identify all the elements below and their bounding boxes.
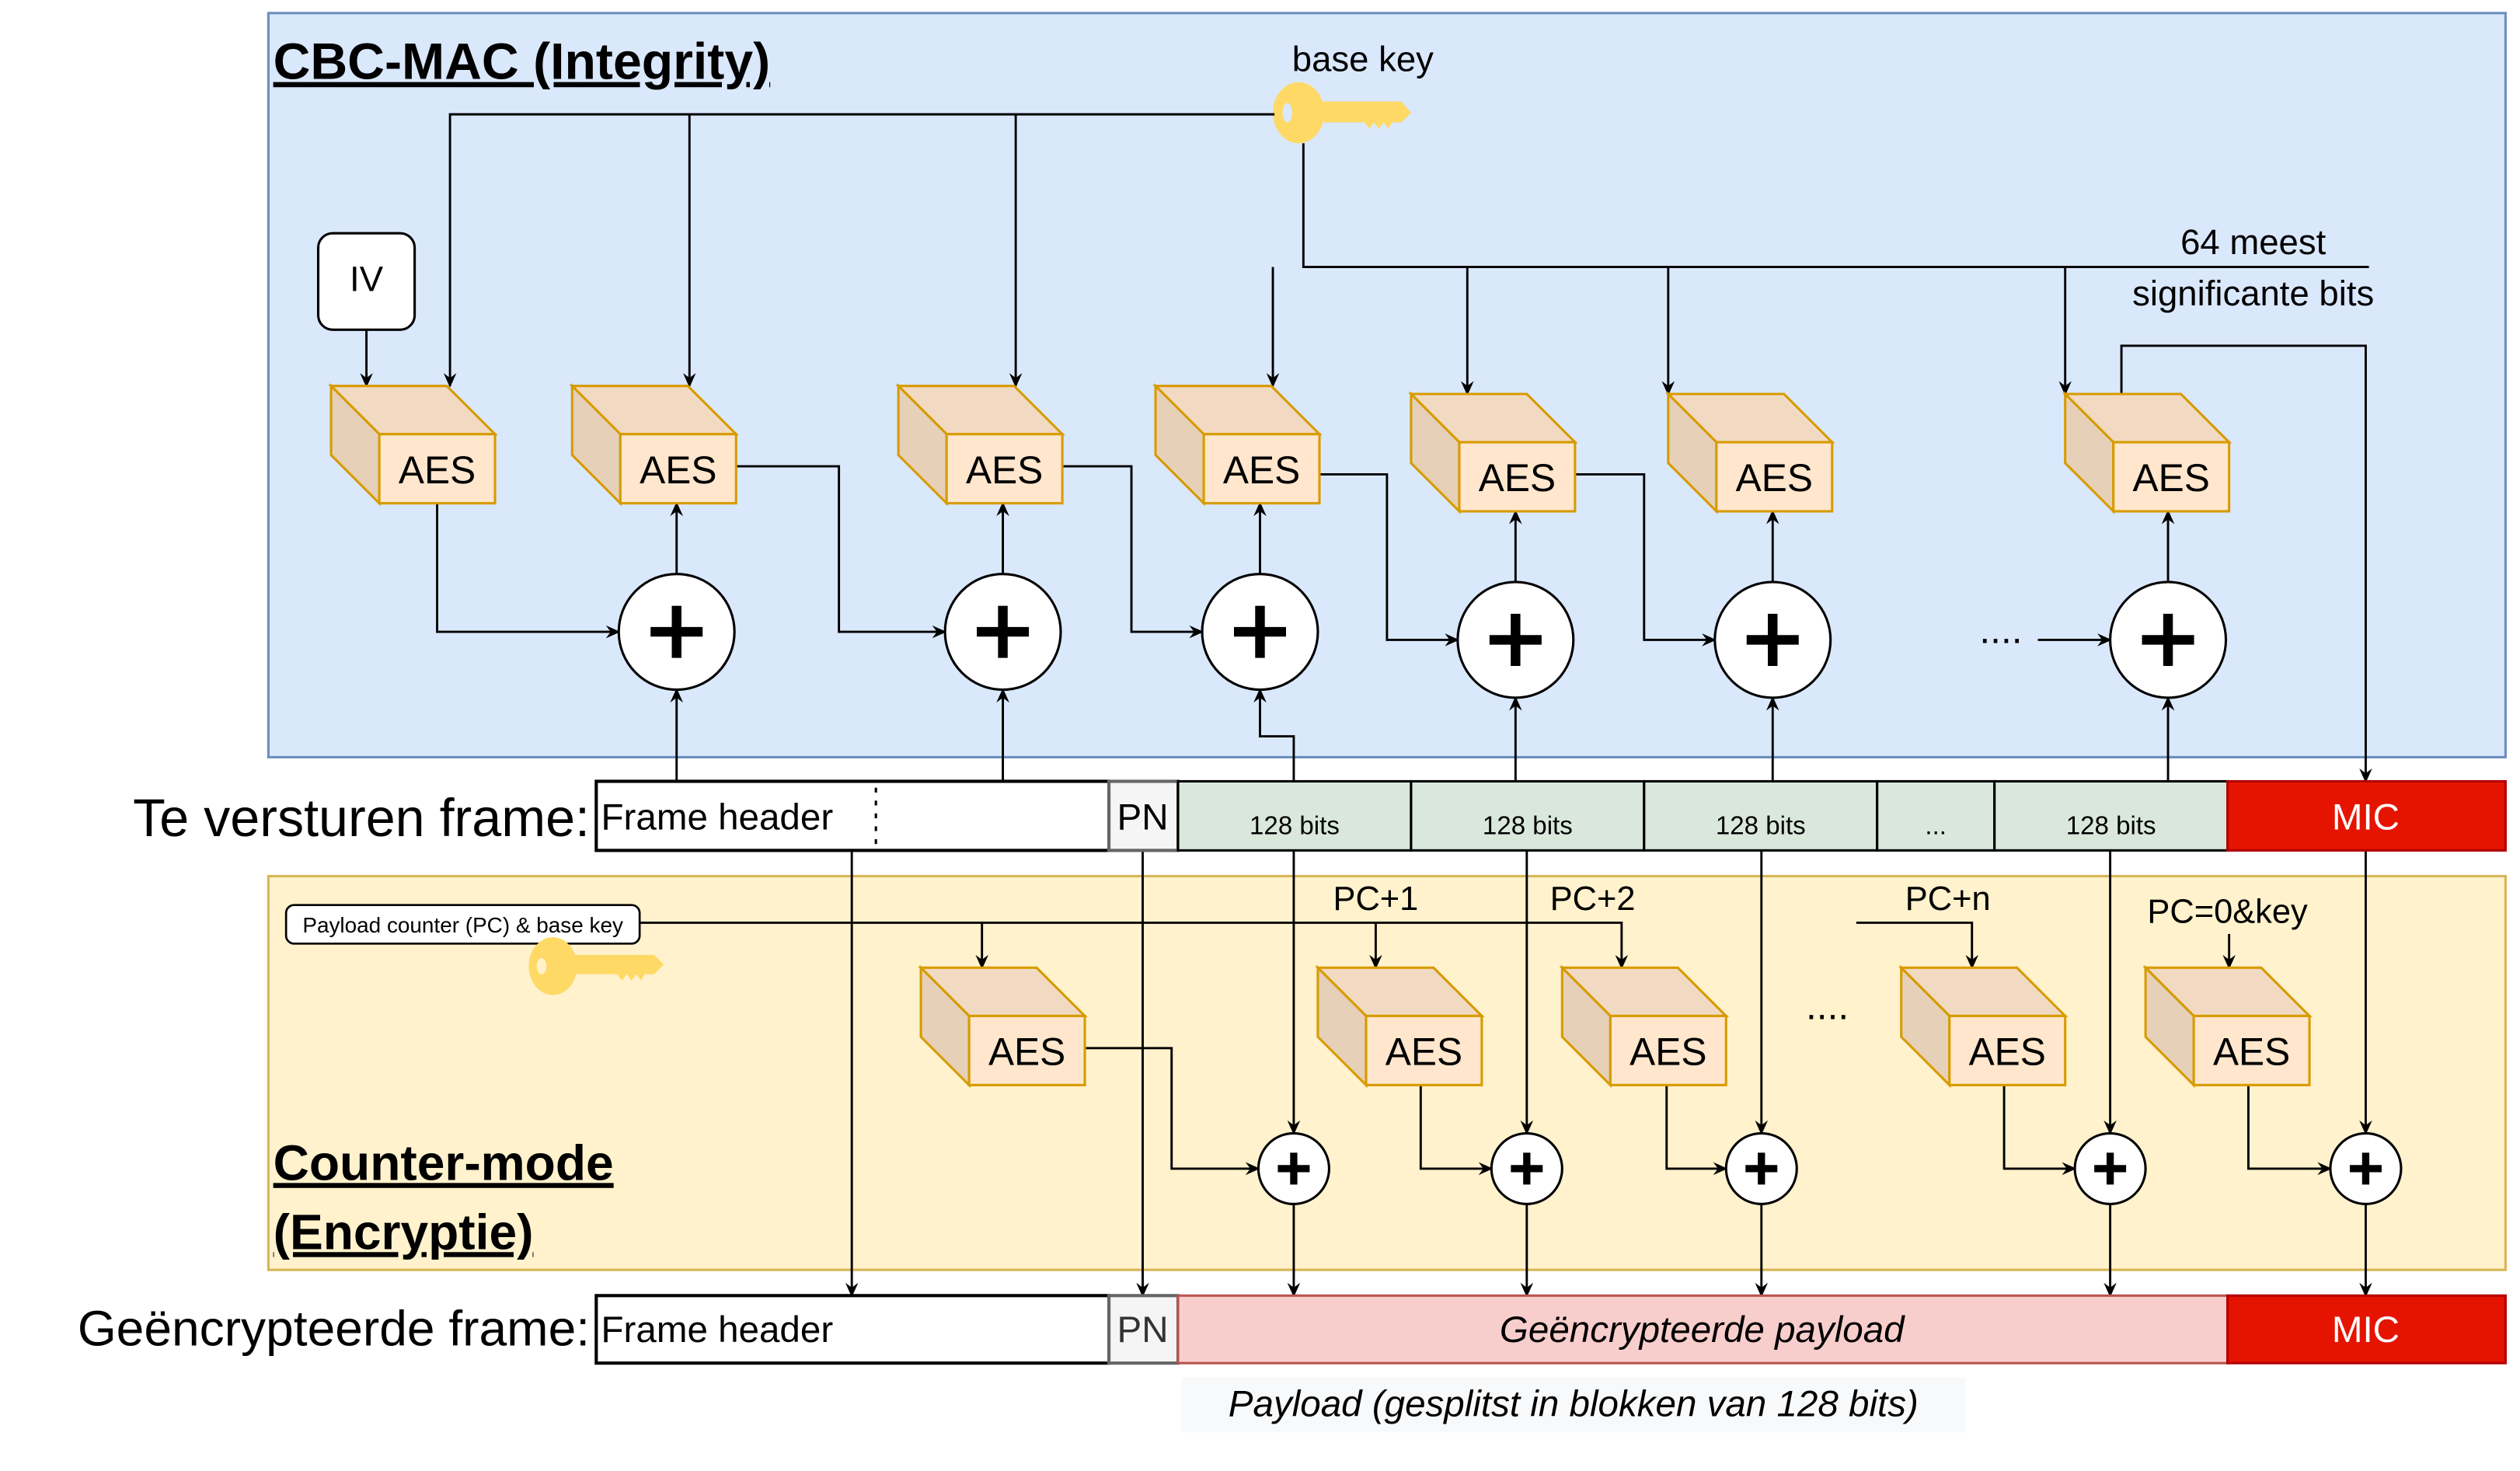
ctr-xor-node [1257, 1131, 1330, 1205]
aes-label: AES [1385, 1030, 1462, 1073]
ctr-aes-block: AES [1559, 964, 1730, 1089]
cbc-aes-block: AES [1152, 382, 1323, 507]
payload-block-label: ... [1925, 812, 1947, 841]
frame-to-send-label: Te versturen frame: [133, 789, 590, 848]
aes-blocks: AES AES AES AES AES AES AES AES AES AES AES AES [328, 382, 2313, 1089]
enc-mic-cell [2226, 1294, 2507, 1365]
cbc-aes-block: AES [895, 382, 1065, 507]
counter-label-pc1: PC+1 [1333, 880, 1418, 918]
payload-block-cell: ... [1876, 779, 1996, 852]
cbc-aes-block: AES [2062, 391, 2232, 514]
pn-text: PN [1117, 797, 1168, 838]
cbc-aes-block: AES [1665, 391, 1835, 514]
aes-label: AES [1629, 1030, 1706, 1073]
aes-label: AES [966, 448, 1043, 492]
aes-label: AES [1479, 456, 1556, 500]
ctr-aes-block: AES [1315, 964, 1485, 1089]
counter-label-pcn: PC+n [1905, 880, 1991, 918]
connector-lines [360, 113, 2372, 1298]
msb-label-2: significante bits [2132, 274, 2374, 313]
encrypted-payload-text: Geëncrypteerde payload [1500, 1309, 1905, 1351]
cbc-xor-node [1201, 573, 1319, 692]
cbc-xor-node [1713, 580, 1832, 699]
ctr-aes-block: AES [2142, 964, 2313, 1089]
aes-label: AES [1969, 1030, 2046, 1073]
payload-block-label: 128 bits [1716, 812, 1806, 841]
frame-header-text: Frame header [601, 797, 834, 838]
payload-block-cell: 128 bits [1643, 779, 1879, 852]
payload-block-label: 128 bits [1250, 812, 1340, 841]
cbc-aes-block: AES [569, 382, 739, 507]
cbc-aes-block: AES [328, 382, 498, 507]
pn-cell [1107, 779, 1180, 852]
ctr-xor-node [2073, 1131, 2147, 1205]
cbc-xor-node [943, 573, 1062, 692]
mic-cell [2226, 779, 2507, 852]
counter-mode-title-2: (Encryptie) [274, 1204, 534, 1260]
key-icon [1273, 82, 1411, 144]
aes-label: AES [1736, 456, 1813, 500]
enc-frame-header-text: Frame header [601, 1309, 834, 1351]
payload-counter-key-label: Payload counter (PC) & base key [302, 913, 623, 937]
encrypted-payload-cell [1176, 1294, 2229, 1365]
payload-block-cell: 128 bits [1993, 779, 2229, 852]
cbc-xor-node [617, 573, 736, 692]
enc-pn-text: PN [1117, 1309, 1168, 1351]
cbc-aes-block: AES [1408, 391, 1578, 514]
payload-block-label: 128 bits [1483, 812, 1573, 841]
counter-label-pc0: PC=0&key [2147, 893, 2308, 930]
payload-block-cell: 128 bits [1176, 779, 1413, 852]
xor-nodes [617, 573, 2403, 1205]
msb-label-1: 64 meest [2180, 222, 2327, 262]
payload-block-cell: 128 bits [1410, 779, 1646, 852]
ctr-dots: .... [1806, 985, 1849, 1028]
cbc-xor-node [2109, 580, 2228, 699]
cbc-dots: .... [1979, 608, 2022, 652]
aes-label: AES [2133, 456, 2210, 500]
aes-label: AES [988, 1030, 1065, 1073]
enc-pn-cell [1107, 1294, 1180, 1365]
aes-label: AES [640, 448, 716, 492]
caption-bg [1181, 1377, 1966, 1433]
frame-header-cell [594, 779, 1111, 852]
iv-label: IV [350, 260, 384, 299]
base-key-label: base key [1292, 39, 1434, 78]
counter-mode-title-1: Counter-mode [274, 1135, 614, 1190]
ctr-aes-block: AES [1898, 964, 2069, 1089]
caption: Payload (gesplitst in blokken van 128 bi… [1229, 1383, 1919, 1424]
aes-label: AES [1223, 448, 1300, 492]
cbc-mac-title: CBC-MAC (Integrity) [274, 33, 771, 91]
encrypted-frame-label: Geëncrypteerde frame: [78, 1300, 590, 1356]
ctr-xor-node [1724, 1131, 1798, 1205]
payload-blocks: 128 bits 128 bits 128 bits... 128 bits [1176, 779, 2229, 852]
cbc-xor-node [1456, 580, 1575, 699]
enc-mic-text: MIC [2332, 1309, 2400, 1351]
aes-label: AES [399, 448, 476, 492]
key-icon [528, 937, 664, 995]
payload-block-label: 128 bits [2066, 812, 2156, 841]
ctr-xor-node [2329, 1131, 2403, 1205]
aes-label: AES [2213, 1030, 2290, 1073]
ctr-xor-node [1490, 1131, 1563, 1205]
payload-counter-key-box [284, 904, 641, 945]
mic-text: MIC [2332, 797, 2400, 838]
counter-label-pc2: PC+2 [1550, 880, 1636, 918]
ctr-aes-block: AES [918, 964, 1088, 1089]
